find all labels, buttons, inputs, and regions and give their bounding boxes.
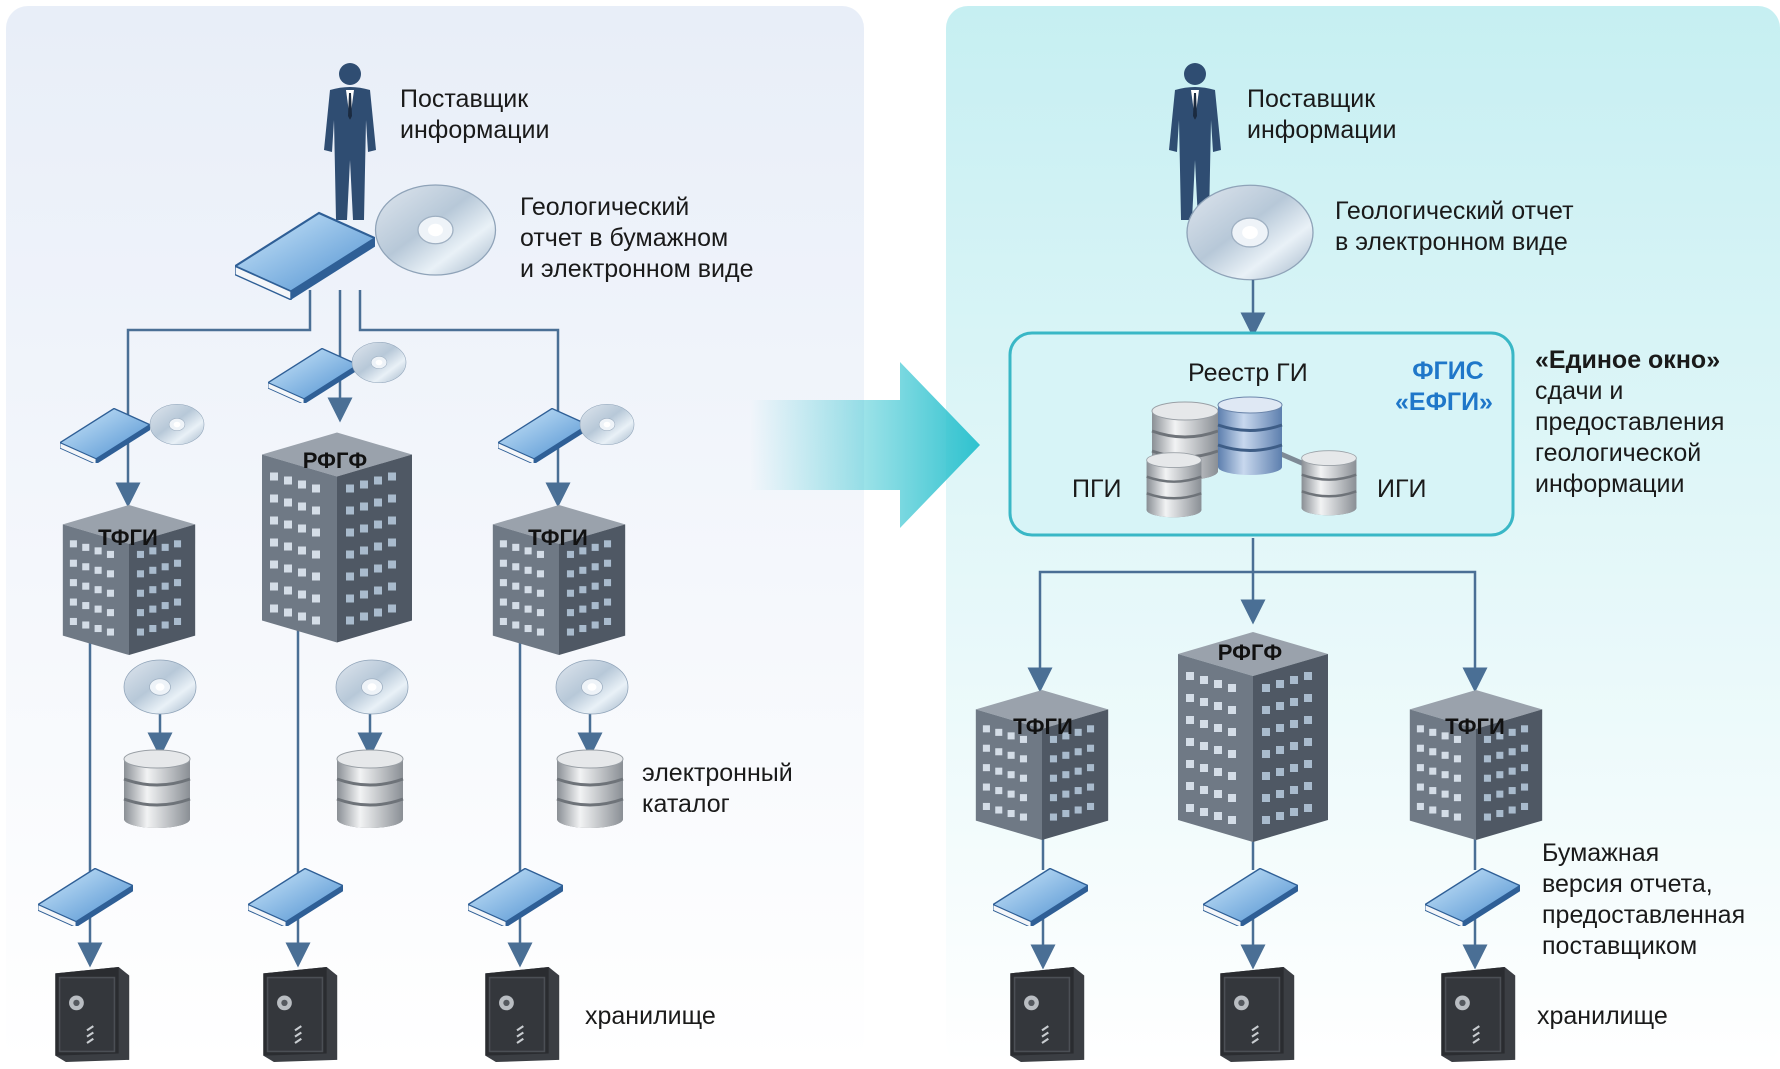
left-report-disc-icon (374, 184, 497, 276)
left-storage-label: хранилище (585, 1002, 716, 1030)
registry-database-icon (1217, 396, 1283, 475)
single-window-line-2: предоставления (1535, 408, 1725, 436)
right-building-tfgi-1 (975, 690, 1109, 840)
transition-arrow-icon (750, 362, 980, 528)
right-building-label-2: РФГФ (1217, 640, 1283, 665)
igi-label: ИГИ (1377, 475, 1427, 503)
single-window-line-3: геологической (1535, 439, 1702, 467)
left-catalog-label: электронный каталог (642, 758, 793, 820)
fgis-name-line-2: «ЕФГИ» (1395, 388, 1493, 416)
right-report-line-2: в электронном виде (1335, 228, 1568, 256)
left-provider-line-2: информации (400, 116, 550, 144)
right-storage-label: хранилище (1537, 1002, 1668, 1030)
right-provider-line-2: информации (1247, 116, 1397, 144)
left-building-label-1: ТФГИ (98, 525, 158, 550)
right-report-line-1: Геологический отчет (1335, 197, 1574, 225)
right-building-label-3: ТФГИ (1445, 714, 1505, 739)
left-report-line-3: и электронном виде (520, 255, 754, 283)
fgis-name-line-1: ФГИС (1412, 357, 1484, 385)
right-provider-line-1: Поставщик (1247, 85, 1376, 113)
left-report-line-2: отчет в бумажном (520, 224, 729, 252)
left-report-label: Геологический отчет в бумажном и электро… (520, 192, 753, 285)
left-catalog-line-1: электронный (642, 759, 793, 787)
single-window-line-1: сдачи и (1535, 377, 1624, 405)
single-window-title: «Единое окно» (1535, 346, 1721, 374)
single-window-label: «Единое окно» сдачи и предоставления гео… (1535, 345, 1724, 500)
right-building-label-1: ТФГИ (1013, 714, 1073, 739)
paper-line-3: предоставленная (1542, 901, 1746, 929)
left-building-label-2: РФГФ (302, 448, 368, 473)
right-provider-label: Поставщик информации (1247, 84, 1397, 146)
fgis-name: ФГИС «ЕФГИ» (1395, 356, 1493, 418)
paper-version-label: Бумажная версия отчета, предоставленная … (1542, 838, 1745, 962)
left-catalog-line-2: каталог (642, 790, 730, 818)
right-report-disc-icon (1186, 184, 1314, 281)
right-report-label: Геологический отчет в электронном виде (1335, 196, 1574, 258)
left-panel (6, 6, 864, 1064)
registry-label: Реестр ГИ (1188, 359, 1308, 387)
left-provider-line-1: Поставщик (400, 85, 529, 113)
single-window-line-4: информации (1535, 470, 1685, 498)
paper-line-2: версия отчета, (1542, 870, 1713, 898)
left-building-label-3: ТФГИ (528, 525, 588, 550)
left-provider-label: Поставщик информации (400, 84, 550, 146)
pgi-label: ПГИ (1072, 475, 1122, 503)
right-building-tfgi-2 (1409, 690, 1543, 840)
paper-line-1: Бумажная (1542, 839, 1660, 867)
paper-line-4: поставщиком (1542, 932, 1698, 960)
left-report-line-1: Геологический (520, 193, 690, 221)
